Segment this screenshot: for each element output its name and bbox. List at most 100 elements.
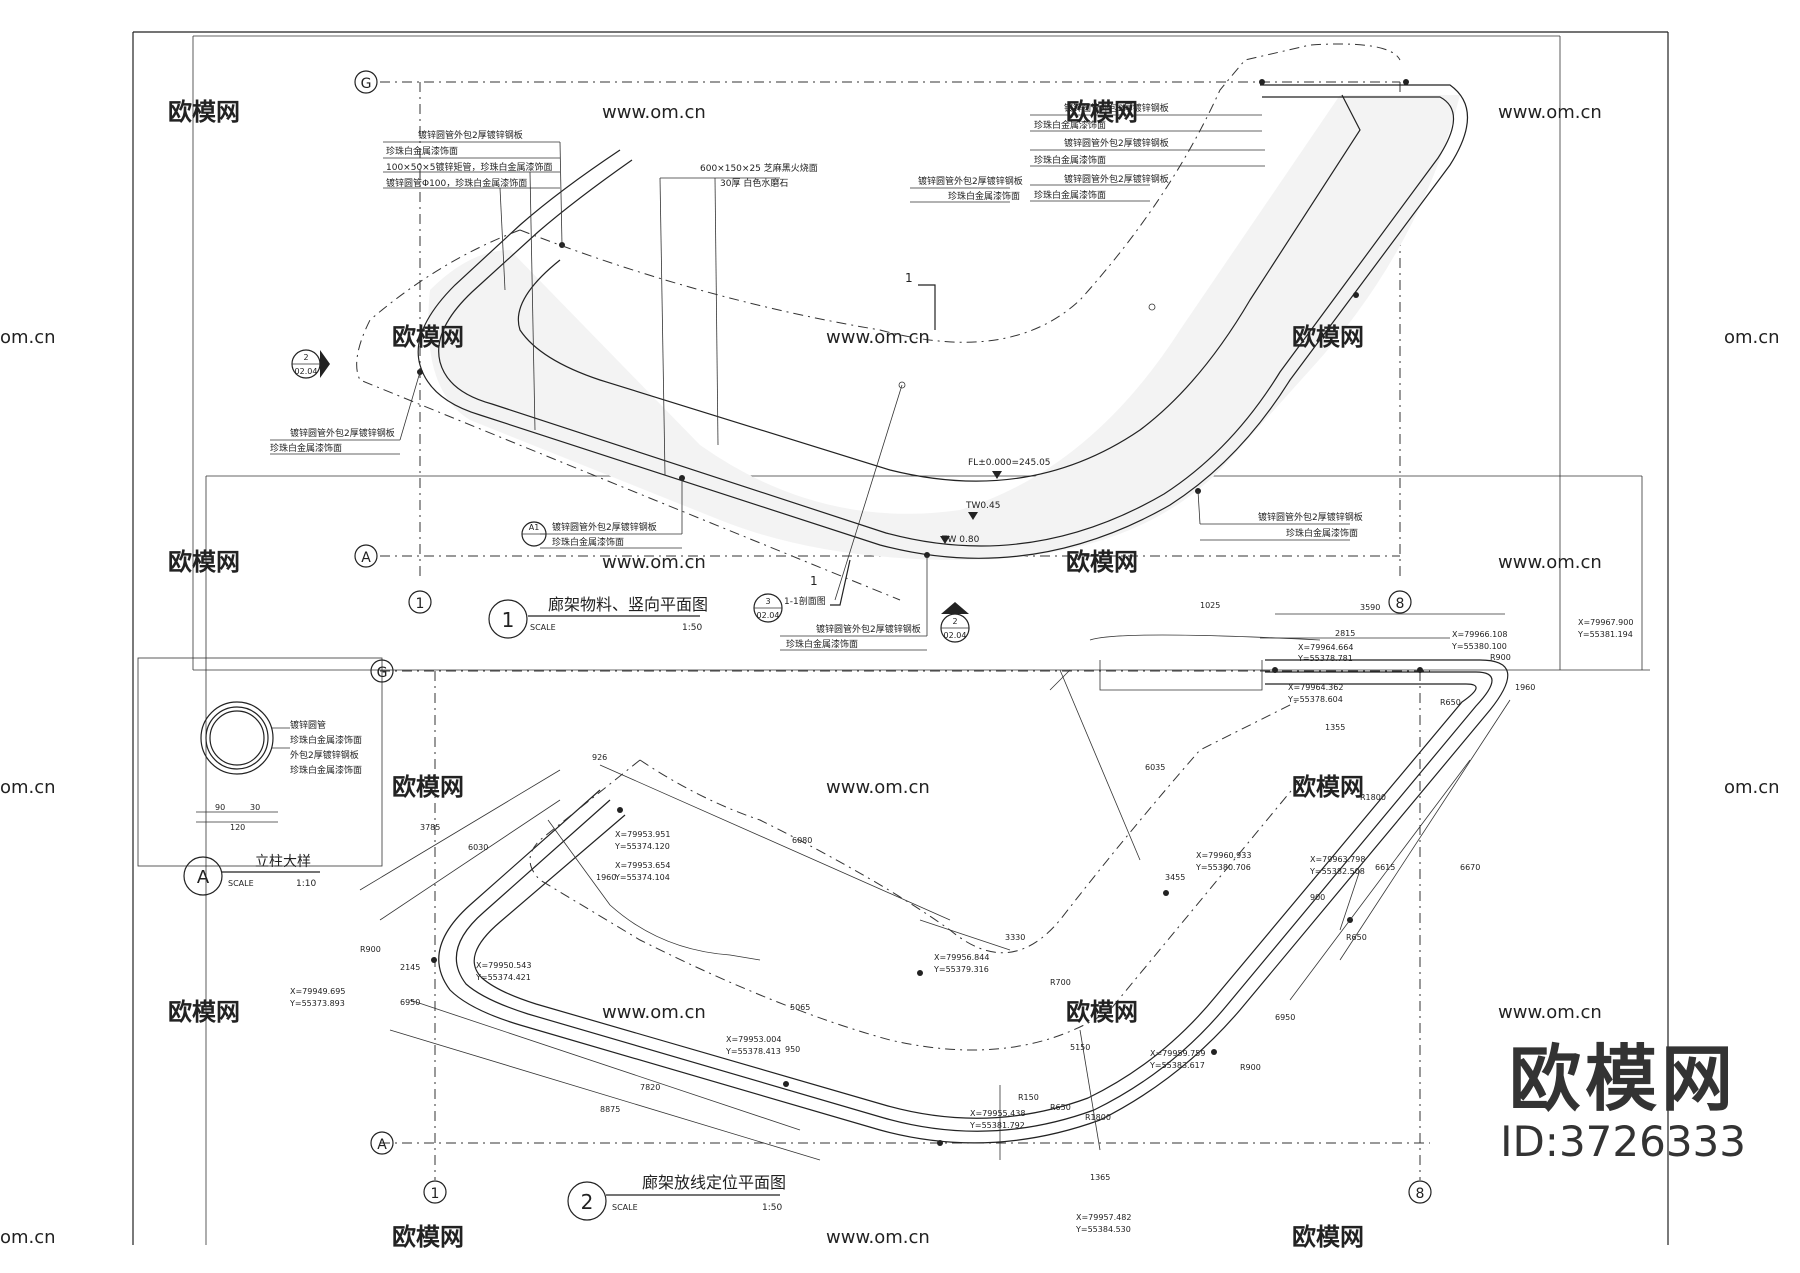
svg-text:X=79966.108: X=79966.108 bbox=[1452, 630, 1507, 639]
callout-text: 镀锌圆管外包2厚镀锌钢板 bbox=[552, 521, 657, 533]
watermark-url: om.cn bbox=[1724, 777, 1780, 798]
detail-a-scale-label: SCALE bbox=[228, 879, 254, 888]
plan-2-title-bubble bbox=[567, 1181, 607, 1221]
svg-text:2815: 2815 bbox=[1335, 629, 1355, 638]
svg-text:3590: 3590 bbox=[1360, 603, 1380, 612]
svg-text:Y=55380.706: Y=55380.706 bbox=[1195, 863, 1251, 872]
svg-text:3785: 3785 bbox=[420, 823, 440, 832]
svg-text:R1800: R1800 bbox=[1360, 793, 1386, 802]
pergola-posts-plan-2 bbox=[431, 667, 1423, 1146]
svg-text:X=79963.798: X=79963.798 bbox=[1310, 855, 1365, 864]
svg-text:6950: 6950 bbox=[1275, 1013, 1295, 1022]
plan-2-title: 廊架放线定位平面图 bbox=[642, 1173, 786, 1192]
svg-text:6615: 6615 bbox=[1375, 863, 1395, 872]
svg-text:Y=55378.781: Y=55378.781 bbox=[1297, 654, 1353, 663]
callout-text: 镀锌圆管外包2厚镀锌钢板 bbox=[1064, 137, 1169, 149]
svg-text:900: 900 bbox=[1310, 893, 1325, 902]
grid-label-8-2: 8 bbox=[1416, 1186, 1425, 1202]
plan-2-dimension-lines bbox=[359, 613, 1511, 1161]
grid-label-a-1: A bbox=[361, 550, 371, 566]
watermark-name: 欧模网 bbox=[392, 323, 464, 351]
callout-text: 珍珠白金属漆饰面 bbox=[1034, 119, 1106, 131]
grid-label-g-1: G bbox=[361, 76, 372, 92]
grid-bubble-g-2 bbox=[370, 659, 394, 683]
callout-text: 珍珠白金属漆饰面 bbox=[948, 190, 1020, 202]
svg-text:1960: 1960 bbox=[596, 873, 616, 882]
grid-bubble-1-2 bbox=[423, 1180, 447, 1204]
grid-bubble-a-2 bbox=[370, 1131, 394, 1155]
svg-text:950: 950 bbox=[785, 1045, 800, 1054]
grid-label-8-1: 8 bbox=[1396, 596, 1405, 612]
grid-bubble-8-1 bbox=[1388, 590, 1412, 614]
plan-2-number: 2 bbox=[581, 1190, 594, 1214]
svg-text:R650: R650 bbox=[1050, 1103, 1071, 1112]
section-mark-number: 3 bbox=[765, 597, 770, 606]
svg-text:R900: R900 bbox=[1490, 653, 1511, 662]
svg-text:Y=55374.421: Y=55374.421 bbox=[475, 973, 531, 982]
grid-label-1-1: 1 bbox=[416, 596, 425, 612]
detail-label: 珍珠白金属漆饰面 bbox=[290, 734, 362, 746]
watermark-name: 欧模网 bbox=[1066, 98, 1138, 126]
callout-text: 珍珠白金属漆饰面 bbox=[386, 145, 458, 157]
section-mark-number: 2 bbox=[952, 617, 957, 626]
grid-bubble-a-1 bbox=[354, 544, 378, 568]
svg-text:Y=55382.508: Y=55382.508 bbox=[1309, 867, 1365, 876]
svg-text:1025: 1025 bbox=[1200, 601, 1220, 610]
svg-text:3330: 3330 bbox=[1005, 933, 1025, 942]
detail-label: 镀锌圆管 bbox=[290, 719, 326, 731]
svg-text:X=79953.004: X=79953.004 bbox=[726, 1035, 781, 1044]
callout-text: 镀锌圆管外包2厚镀锌钢板 bbox=[1258, 511, 1363, 523]
svg-text:6950: 6950 bbox=[400, 998, 420, 1007]
watermark-name: 欧模网 bbox=[1292, 1223, 1364, 1251]
watermark-url: om.cn bbox=[0, 327, 56, 348]
svg-text:2145: 2145 bbox=[400, 963, 420, 972]
detail-dim: 90 bbox=[215, 803, 225, 812]
detail-label: 珍珠白金属漆饰面 bbox=[290, 764, 362, 776]
svg-text:Y=55384.530: Y=55384.530 bbox=[1075, 1225, 1131, 1234]
svg-text:X=79964.664: X=79964.664 bbox=[1298, 643, 1353, 652]
svg-text:X=79953.654: X=79953.654 bbox=[615, 861, 670, 870]
svg-text:X=79955.438: X=79955.438 bbox=[970, 1109, 1025, 1118]
svg-text:Y=55381.792: Y=55381.792 bbox=[969, 1121, 1025, 1130]
svg-text:R650: R650 bbox=[1440, 698, 1461, 707]
brand-logo: 欧模网 ID:3726333 bbox=[1500, 1043, 1746, 1163]
svg-text:R1800: R1800 bbox=[1085, 1113, 1111, 1122]
callout-text: 600×150×25 芝麻黑火烧面 bbox=[700, 162, 818, 174]
svg-text:Y=55379.316: Y=55379.316 bbox=[933, 965, 989, 974]
plan-1-scale: 1:50 bbox=[682, 623, 702, 633]
svg-text:Y=55383.617: Y=55383.617 bbox=[1149, 1061, 1205, 1070]
plan-1-title: 廊架物料、竖向平面图 bbox=[548, 595, 708, 614]
callout-text: 镀锌圆管外包2厚镀锌钢板 bbox=[1064, 173, 1169, 185]
watermark-url: om.cn bbox=[0, 777, 56, 798]
section-1-label-top: 1 bbox=[905, 271, 913, 285]
svg-text:1960: 1960 bbox=[1515, 683, 1535, 692]
watermark-name: 欧模网 bbox=[392, 773, 464, 801]
svg-text:R150: R150 bbox=[1018, 1093, 1039, 1102]
detail-a-bubble bbox=[183, 856, 223, 896]
section-mark-sheet: 02.04 bbox=[757, 611, 780, 620]
level-fl: FL±0.000=245.05 bbox=[968, 458, 1051, 468]
plan-2-scale-label: SCALE bbox=[612, 1203, 638, 1212]
watermark-url: www.om.cn bbox=[602, 102, 706, 123]
plan-1-title-bubble bbox=[488, 599, 528, 639]
section-mark-number: 2 bbox=[303, 353, 308, 362]
svg-text:6080: 6080 bbox=[792, 836, 812, 845]
watermark-name: 欧模网 bbox=[168, 98, 240, 126]
grid-bubble-8-2 bbox=[1408, 1180, 1432, 1204]
svg-text:1365: 1365 bbox=[1090, 1173, 1110, 1182]
plan-2-setout-plan: G A 1 8 bbox=[289, 601, 1633, 1234]
watermark-name: 欧模网 bbox=[168, 998, 240, 1026]
svg-text:6035: 6035 bbox=[1145, 763, 1165, 772]
svg-text:X=79956.844: X=79956.844 bbox=[934, 953, 989, 962]
svg-text:X=79967.900: X=79967.900 bbox=[1578, 618, 1633, 627]
watermark-url: www.om.cn bbox=[602, 552, 706, 573]
plan-2-dimension-labels: 3590 1025 2815 R900 1960 R650 1355 6035 … bbox=[360, 601, 1535, 1182]
svg-text:Y=55378.413: Y=55378.413 bbox=[725, 1047, 781, 1056]
watermark-name: 欧模网 bbox=[1292, 773, 1364, 801]
section-mark-a1: A1 bbox=[521, 521, 547, 547]
svg-text:X=79949.695: X=79949.695 bbox=[290, 987, 345, 996]
callout-text: 珍珠白金属漆饰面 bbox=[552, 536, 624, 548]
detail-label: 外包2厚镀锌钢板 bbox=[290, 749, 359, 761]
detail-dim: 120 bbox=[230, 823, 245, 832]
detail-a-letter: A bbox=[197, 867, 210, 888]
